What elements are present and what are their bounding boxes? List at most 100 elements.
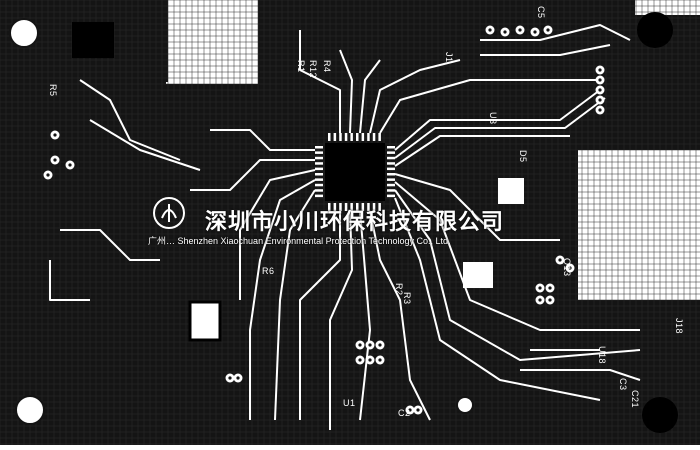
- label-r5: R5: [48, 84, 58, 97]
- ic-pin: [315, 162, 323, 165]
- label-c5: C5: [536, 6, 546, 19]
- ic-pin: [315, 194, 323, 198]
- via-hole: [568, 266, 572, 270]
- via-hole: [598, 98, 602, 102]
- ic-pin: [387, 167, 395, 171]
- mounting-hole-br: [642, 397, 678, 433]
- ic-pin: [339, 133, 342, 141]
- ic-pin: [356, 203, 359, 211]
- via-hole: [378, 343, 382, 347]
- pad-diode: [498, 178, 524, 204]
- vias: [43, 25, 605, 415]
- pad-large-top: [72, 22, 114, 58]
- via-hole: [378, 358, 382, 362]
- via-hole: [358, 343, 362, 347]
- copper-trace: [274, 189, 316, 421]
- via-hole: [68, 163, 72, 167]
- via-hole: [546, 28, 550, 32]
- mounting-hole-bl: [15, 395, 45, 425]
- ic-pin: [378, 203, 381, 211]
- ic-pin: [387, 189, 395, 192]
- copper-trace: [359, 210, 371, 421]
- label-r6: R6: [262, 266, 275, 276]
- via-hole: [416, 408, 420, 412]
- label-c3: C3: [618, 378, 628, 391]
- smd-pads: [72, 22, 524, 342]
- copper-trace: [394, 135, 570, 167]
- ic-pin: [361, 203, 365, 211]
- ic-pin: [333, 133, 337, 141]
- ic-pin: [344, 203, 348, 211]
- ic-pin: [387, 173, 395, 176]
- ic-pin: [372, 133, 376, 141]
- copper-trace: [520, 369, 641, 381]
- ic-pin: [367, 203, 370, 211]
- via-hole: [358, 358, 362, 362]
- label-r2: R2: [394, 283, 404, 296]
- ic-pin: [387, 162, 395, 165]
- via-hole: [488, 28, 492, 32]
- ic-pin: [350, 203, 353, 211]
- copper-trace: [359, 59, 381, 134]
- copper-trace: [60, 229, 160, 261]
- copper-trace: [369, 210, 431, 421]
- via-hole: [598, 88, 602, 92]
- copper-trace: [89, 119, 201, 171]
- label-r4: R4: [322, 60, 332, 73]
- via-hole: [53, 133, 57, 137]
- pad-large-mid: [188, 300, 222, 342]
- mounting-holes: [9, 12, 678, 433]
- ic-pin: [356, 133, 359, 141]
- via-hole: [228, 376, 232, 380]
- label-u18: U18: [597, 346, 607, 365]
- ic-pin: [387, 194, 395, 198]
- ic-pin: [328, 203, 331, 211]
- label-r12: R12: [308, 60, 318, 79]
- via-hole: [598, 68, 602, 72]
- copper-trace: [369, 59, 461, 134]
- copper-traces: [49, 24, 641, 430]
- via-hole: [518, 28, 522, 32]
- copper-trace: [394, 89, 601, 151]
- ic-pin: [333, 203, 337, 211]
- label-d5: D5: [518, 150, 528, 163]
- ic-pin: [315, 167, 323, 171]
- ic-pin: [328, 133, 331, 141]
- company-logo: [153, 197, 185, 229]
- ic-pin: [315, 156, 323, 160]
- ic-pin: [315, 146, 323, 149]
- mounting-hole-tr: [637, 12, 673, 48]
- ic-pin: [344, 133, 348, 141]
- via-hole: [598, 78, 602, 82]
- board-cutout: [168, 0, 258, 82]
- copper-trace: [394, 181, 640, 331]
- copper-trace: [394, 173, 560, 241]
- watermark-company-cn: 深圳市小川环保科技有限公司: [205, 210, 505, 235]
- label-u1: U1: [343, 398, 356, 408]
- via-hole: [368, 358, 372, 362]
- ic-pin: [339, 203, 342, 211]
- via-hole: [558, 258, 562, 262]
- via-hole: [236, 376, 240, 380]
- ic-pin: [378, 133, 381, 141]
- via-hole: [533, 30, 537, 34]
- copper-trace: [239, 169, 316, 300]
- ic-pin: [387, 151, 395, 154]
- copper-trace: [480, 44, 611, 56]
- via-hole: [53, 158, 57, 162]
- watermark-company-en: 广州… Shenzhen Xiaochuan Environmental Pro…: [148, 236, 451, 246]
- copper-trace: [329, 210, 353, 430]
- ic-pin: [315, 183, 323, 187]
- copper-trace: [210, 129, 315, 151]
- ic-pin: [361, 133, 365, 141]
- label-r1: R1: [296, 60, 306, 73]
- ic-pin: [315, 178, 323, 181]
- copper-trace: [480, 24, 631, 41]
- copper-trace: [379, 79, 600, 134]
- via-hole: [538, 286, 542, 290]
- via-hole: [408, 408, 412, 412]
- via-hole: [503, 30, 507, 34]
